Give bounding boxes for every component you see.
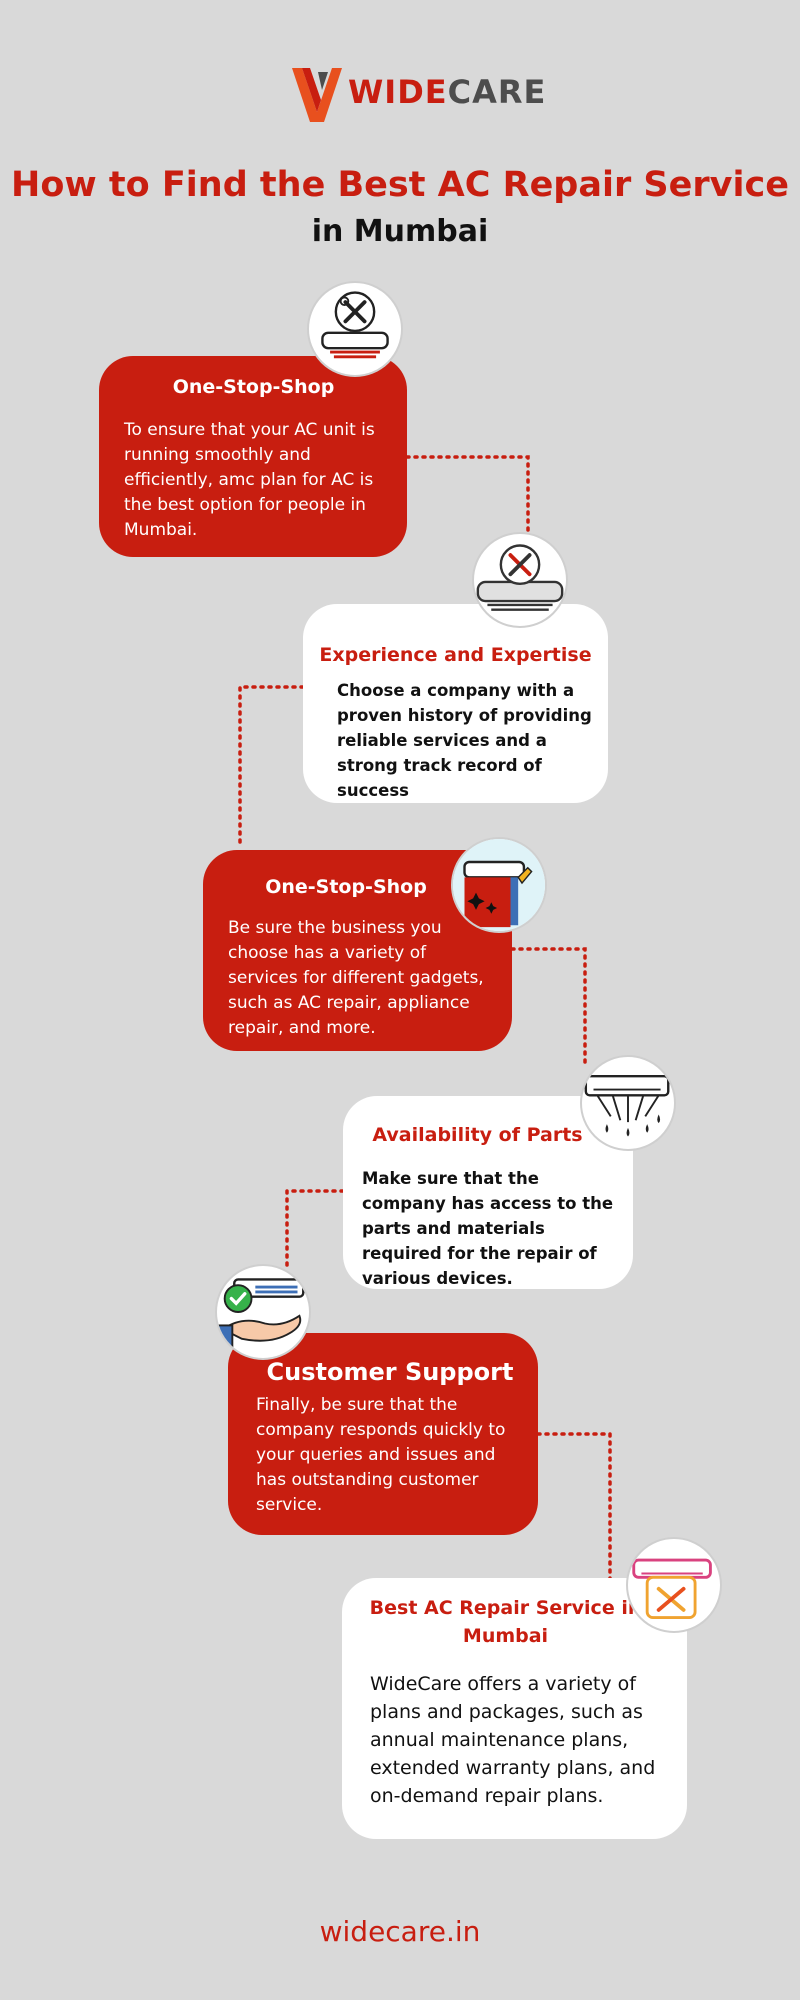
icon-circle-3: [451, 837, 547, 933]
widecare-logo-icon: [292, 68, 342, 122]
section-card-4: Availability of Parts Make sure that the…: [343, 1096, 633, 1289]
connector-2-3: [238, 685, 305, 850]
section-text: To ensure that your AC unit is running s…: [124, 420, 375, 540]
icon-circle-6: [626, 1537, 722, 1633]
section-text: Finally, be sure that the company respon…: [256, 1395, 506, 1515]
section-card-2: Experience and Expertise Choose a compan…: [303, 604, 608, 803]
section-title: Availability of Parts: [372, 1124, 583, 1146]
tools-ac-icon: [321, 291, 389, 359]
icon-circle-1: [307, 281, 403, 377]
icon-circle-5: [215, 1264, 311, 1360]
ac-leaking-icon: [584, 1074, 670, 1137]
icon-circle-2: [472, 532, 568, 628]
connector-5-6: [536, 1432, 612, 1582]
section-title: Experience and Expertise: [319, 644, 592, 666]
brand-name-part1: WIDE: [348, 73, 448, 111]
icon-circle-4: [580, 1055, 676, 1151]
ac-repair-tools-icon: [632, 1558, 712, 1620]
section-text: Be sure the business you choose has a va…: [228, 918, 484, 1038]
connector-1-2: [405, 455, 530, 536]
ac-cleaning-icon: [453, 839, 545, 931]
brand-name: WIDECARE: [348, 72, 546, 112]
section-card-5: Customer Support Finally, be sure that t…: [228, 1333, 538, 1535]
section-title: One-Stop-Shop: [265, 876, 427, 898]
brand-name-part2: CARE: [447, 73, 547, 111]
footer-url[interactable]: widecare.in: [319, 1915, 481, 1948]
brand-logo: WIDECARE: [0, 56, 800, 130]
section-card-6: Best AC Repair Service in Mumbai WideCar…: [342, 1578, 687, 1839]
page-title: How to Find the Best AC Repair Service: [11, 165, 789, 205]
section-title: Best AC Repair Service in Mumbai: [369, 1597, 642, 1647]
section-text: Make sure that the company has access to…: [362, 1169, 614, 1288]
connector-4-5: [285, 1189, 345, 1270]
section-title: One-Stop-Shop: [172, 376, 335, 398]
section-card-1: One-Stop-Shop To ensure that your AC uni…: [99, 356, 407, 557]
section-title: Customer Support: [266, 1358, 514, 1386]
tools-ac-gray-icon: [476, 544, 564, 611]
section-text: Choose a company with a proven history o…: [337, 681, 592, 800]
ac-hand-check-icon: [217, 1278, 305, 1350]
section-text: WideCare offers a variety of plans and p…: [370, 1673, 656, 1807]
page-subtitle: in Mumbai: [311, 214, 489, 249]
connector-3-4: [510, 947, 587, 1067]
